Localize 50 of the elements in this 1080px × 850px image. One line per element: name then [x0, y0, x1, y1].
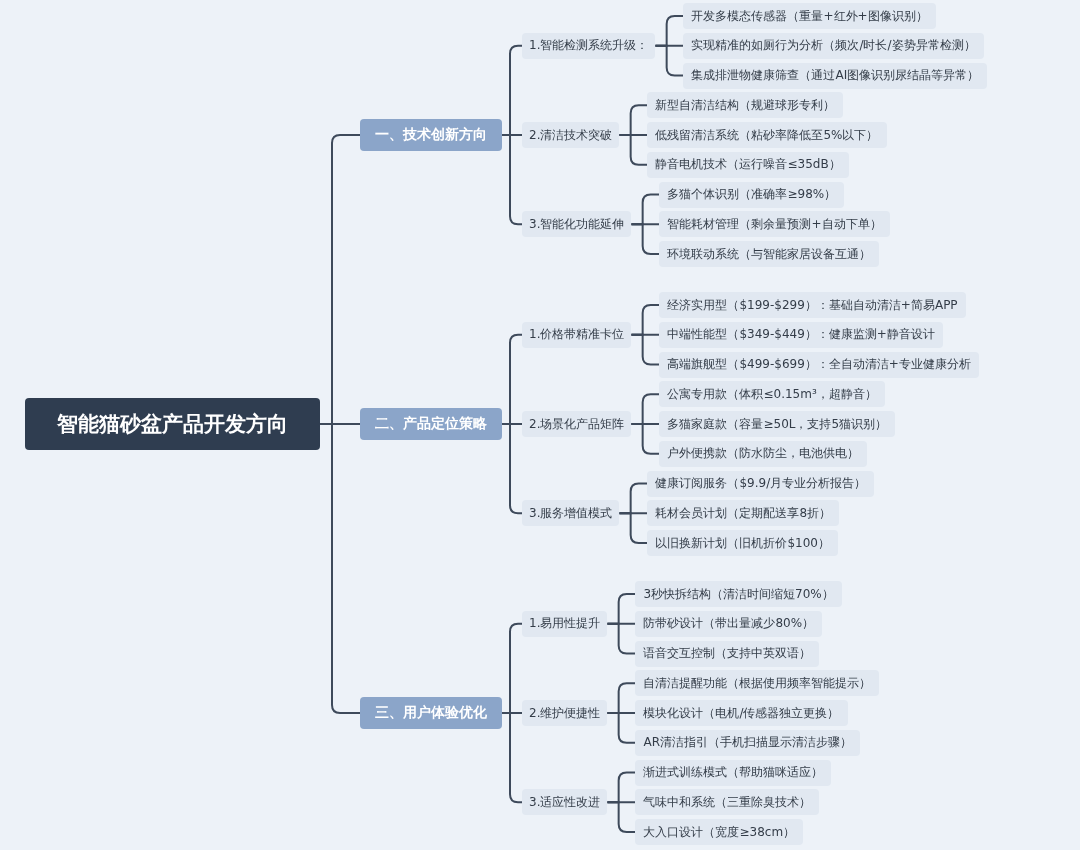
leaf-topic-box: 耗材会员计划（定期配送享8折）: [647, 500, 840, 527]
connector-line: [618, 134, 649, 166]
main-topic-box: 三、用户体验优化: [360, 697, 502, 729]
leaf-topic-box: 公寓专用款（体积≤0.15m³，超静音）: [659, 381, 885, 408]
leaf-topic-box: 以旧换新计划（旧机折价$100）: [647, 530, 838, 556]
leaf-topic-box: 防带砂设计（带出量减少80%）: [635, 610, 823, 637]
main-topic-box: 二、产品定位策略: [360, 408, 502, 440]
leaf-topic-box: 智能耗材管理（剩余量预测+自动下单）: [659, 211, 890, 238]
subtopic-box: 2.清洁技术突破: [522, 122, 620, 148]
subtopic-box: 2.维护便捷性: [522, 700, 608, 726]
leaf-topic-box: 多猫个体识别（准确率≥98%）: [659, 181, 845, 208]
main-topic-box: 一、技术创新方向: [360, 119, 502, 151]
subtopic-box: 3.智能化功能延伸: [522, 211, 632, 238]
leaf-topic-box: 大入口设计（宽度≥38cm）: [635, 819, 804, 845]
subtopic-box: 3.服务增值模式: [522, 500, 620, 527]
leaf-topic-box: 环境联动系统（与智能家居设备互通）: [659, 241, 880, 267]
leaf-topic-box: 3秒快拆结构（清洁时间缩短70%）: [635, 581, 842, 607]
connector-line: [606, 622, 637, 655]
leaf-topic-box: 户外便携款（防水防尘，电池供电）: [659, 440, 868, 467]
leaf-topic-box: 集成排泄物健康筛查（通过AI图像识别尿结晶等异常）: [683, 62, 988, 89]
leaf-topic-box: 健康订阅服务（$9.9/月专业分析报告）: [647, 470, 875, 497]
connector-line: [630, 223, 661, 255]
subtopic-box: 1.易用性提升: [522, 610, 608, 637]
leaf-topic-box: 气味中和系统（三重除臭技术）: [635, 789, 820, 816]
leaf-topic-box: 渐进式训练模式（帮助猫咪适应）: [635, 759, 832, 786]
leaf-topic-box: 高端旗舰型（$499-$699）：全自动清洁+专业健康分析: [659, 351, 979, 378]
leaf-topic-box: 低残留清洁系统（粘砂率降低至5%以下）: [647, 122, 887, 148]
leaf-topic-box: 新型自清洁结构（规避球形专利）: [647, 92, 844, 119]
leaf-topic-box: 实现精准的如厕行为分析（频次/时长/姿势异常检测）: [683, 32, 984, 59]
connector-line: [319, 423, 361, 714]
connector-line: [606, 801, 637, 833]
leaf-topic-box: 多猫家庭款（容量≥50L，支持5猫识别）: [659, 411, 896, 437]
connector-line: [630, 423, 661, 455]
connector-line: [618, 512, 649, 544]
connector-line: [654, 44, 685, 77]
subtopic-box: 3.适应性改进: [522, 789, 608, 816]
leaf-topic-box: 模块化设计（电机/传感器独立更换）: [635, 700, 848, 726]
subtopic-box: 1.价格带精准卡位: [522, 321, 632, 348]
leaf-topic-box: 静音电机技术（运行噪音≤35dB）: [647, 151, 849, 178]
connector-line: [606, 712, 637, 744]
connector-line: [630, 333, 661, 366]
root-topic-box: 智能猫砂盆产品开发方向: [25, 398, 320, 450]
leaf-topic-box: AR清洁指引（手机扫描显示清洁步骤）: [635, 729, 860, 756]
leaf-topic-box: 经济实用型（$199-$299）：基础自动清洁+简易APP: [659, 292, 966, 318]
leaf-topic-box: 开发多模态传感器（重量+红外+图像识别）: [683, 3, 936, 29]
subtopic-box: 2.场景化产品矩阵: [522, 411, 632, 437]
subtopic-box: 1.智能检测系统升级：: [522, 32, 656, 59]
leaf-topic-box: 自清洁提醒功能（根据使用频率智能提示）: [635, 670, 880, 697]
leaf-topic-box: 中端性能型（$349-$449）：健康监测+静音设计: [659, 321, 943, 348]
leaf-topic-box: 语音交互控制（支持中英双语）: [635, 640, 820, 667]
